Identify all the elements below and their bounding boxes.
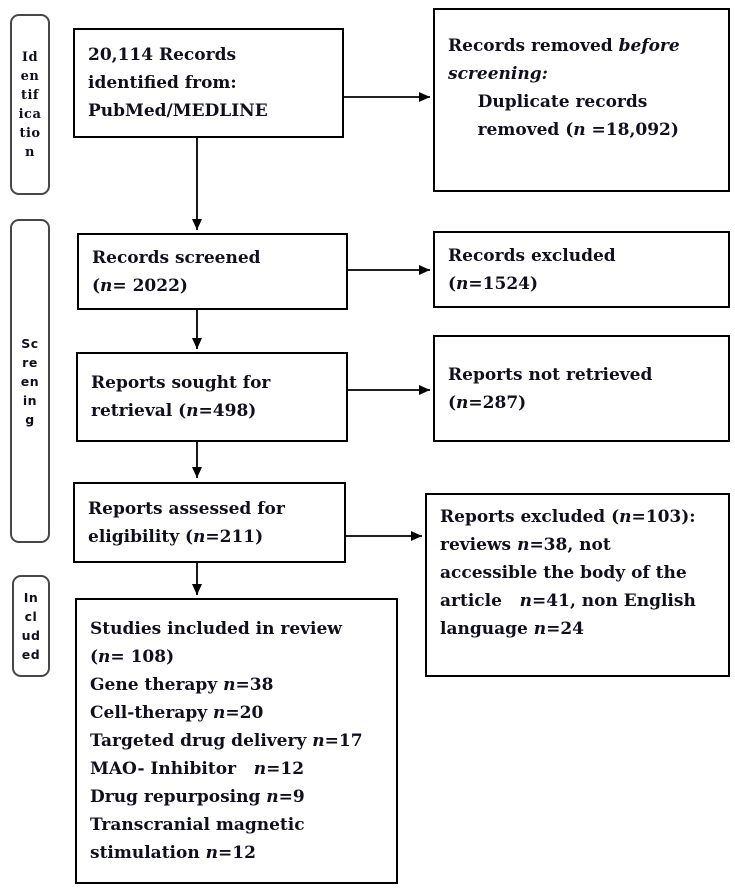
stage-label-screening: Sc re en in g xyxy=(10,219,50,543)
stage-label-text: Id en tif ica tio n xyxy=(18,49,42,160)
box-records-removed-before-screening: Records removed before screening: Duplic… xyxy=(433,8,730,192)
box-text: Reports assessed for eligibility (n=211) xyxy=(88,498,285,547)
box-records-excluded: Records excluded (n=1524) xyxy=(433,231,730,308)
box-text: Records removed before screening: Duplic… xyxy=(448,36,680,140)
stage-label-text: In cl ud ed xyxy=(21,590,41,662)
box-records-screened: Records screened (n= 2022) xyxy=(77,233,348,310)
box-text: Reports sought for retrieval (n=498) xyxy=(91,373,271,421)
stage-label-text: Sc re en in g xyxy=(20,335,40,427)
box-reports-not-retrieved: Reports not retrieved (n=287) xyxy=(433,335,730,442)
box-studies-included: Studies included in review (n= 108) Gene… xyxy=(75,598,398,884)
box-records-identified: 20,114 Records identified from: PubMed/M… xyxy=(73,28,344,138)
box-text: Reports not retrieved (n=287) xyxy=(448,364,653,413)
box-text: 20,114 Records identified from: PubMed/M… xyxy=(88,45,268,121)
box-reports-assessed: Reports assessed for eligibility (n=211) xyxy=(73,482,346,563)
box-text: Records excluded (n=1524) xyxy=(448,245,616,294)
box-reports-excluded: Reports excluded (n=103): reviews n=38, … xyxy=(425,493,730,677)
box-text: Reports excluded (n=103): reviews n=38, … xyxy=(440,507,696,639)
stage-label-identification: Id en tif ica tio n xyxy=(10,14,50,195)
box-text: Studies included in review (n= 108) Gene… xyxy=(90,619,363,863)
box-reports-sought: Reports sought for retrieval (n=498) xyxy=(76,352,348,442)
stage-label-included: In cl ud ed xyxy=(12,575,50,677)
box-text: Records screened (n= 2022) xyxy=(92,247,261,296)
